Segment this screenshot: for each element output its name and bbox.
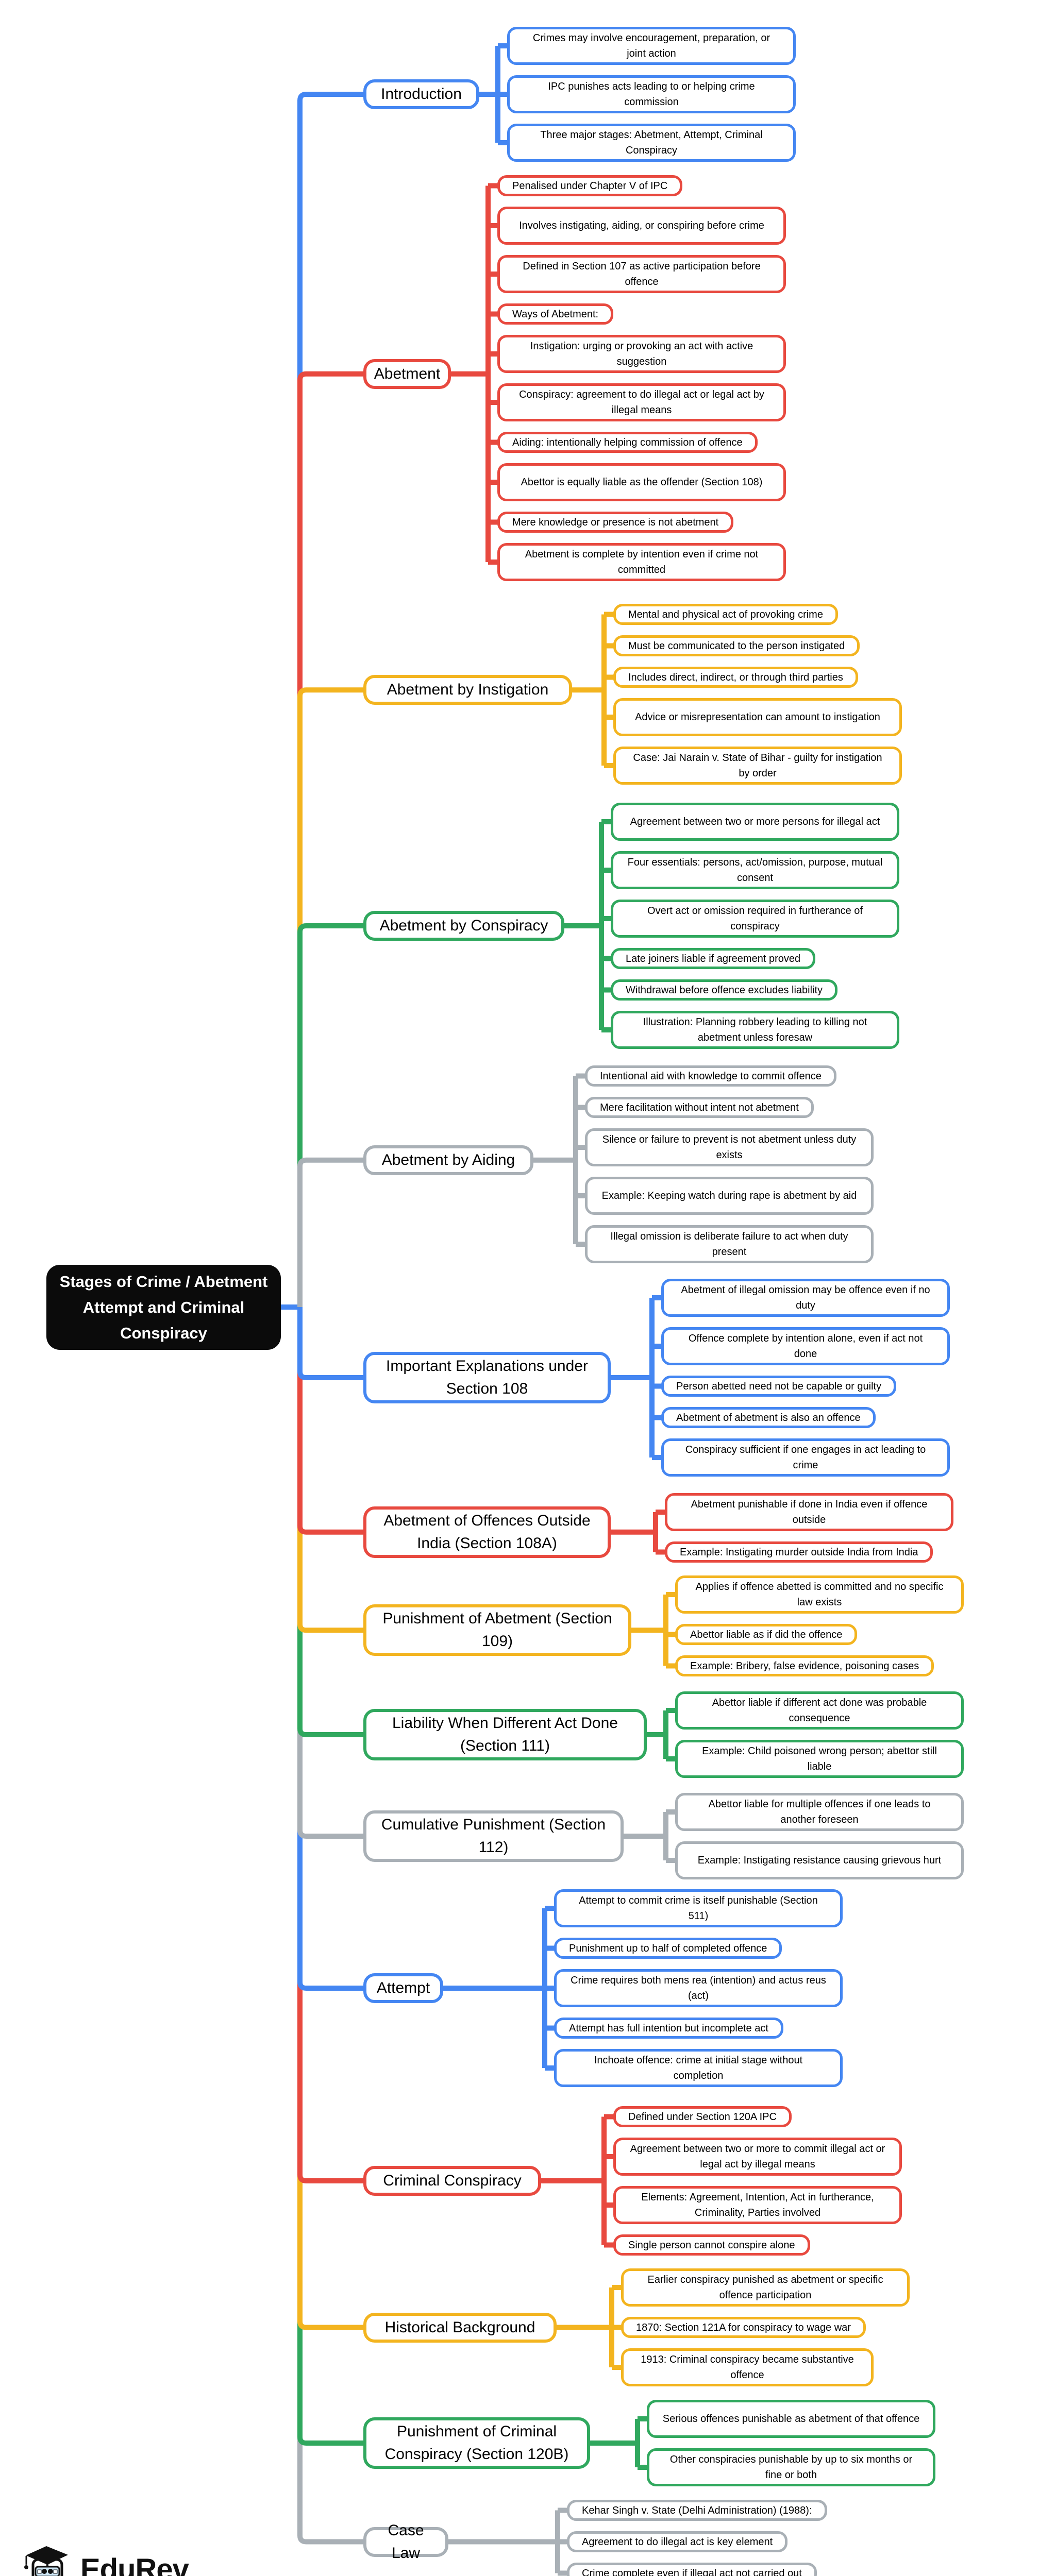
leaf-node[interactable]: Illegal omission is deliberate failure t… xyxy=(585,1225,874,1263)
leaf-node[interactable]: Four essentials: persons, act/omission, … xyxy=(611,851,899,889)
leaf-node[interactable]: Aiding: intentionally helping commission… xyxy=(497,432,758,453)
leaf-node[interactable]: Includes direct, indirect, or through th… xyxy=(613,667,858,688)
leaf-node[interactable]: Abetment of abetment is also an offence xyxy=(661,1407,876,1428)
leaf-node[interactable]: Illustration: Planning robbery leading t… xyxy=(611,1011,899,1049)
leaf-node[interactable]: Other conspiracies punishable by up to s… xyxy=(647,2448,935,2486)
leaf-node[interactable]: Silence or failure to prevent is not abe… xyxy=(585,1128,874,1166)
leaf-node[interactable]: Crime requires both mens rea (intention)… xyxy=(554,1969,843,2007)
edurev-logo: EduRev xyxy=(20,2543,189,2576)
leaf-node[interactable]: Abettor is equally liable as the offende… xyxy=(497,463,786,501)
leaf-node[interactable]: IPC punishes acts leading to or helping … xyxy=(507,75,796,113)
branch-node[interactable]: Important Explanations under Section 108 xyxy=(363,1352,611,1403)
leaf-node[interactable]: Example: Bribery, false evidence, poison… xyxy=(675,1655,934,1676)
root-node-label: Stages of Crime / Abetment Attempt and C… xyxy=(59,1272,268,1342)
leaf-node[interactable]: Overt act or omission required in furthe… xyxy=(611,900,899,938)
leaf-node[interactable]: Applies if offence abetted is committed … xyxy=(675,1575,964,1614)
leaf-node[interactable]: Three major stages: Abetment, Attempt, C… xyxy=(507,124,796,162)
branch-node[interactable]: Abetment by Aiding xyxy=(363,1145,533,1175)
leaf-node[interactable]: Abetment is complete by intention even i… xyxy=(497,543,786,581)
leaf-node[interactable]: Abettor liable if different act done was… xyxy=(675,1691,964,1730)
branch-node[interactable]: Liability When Different Act Done (Secti… xyxy=(363,1709,647,1760)
leaf-node[interactable]: 1870: Section 121A for conspiracy to wag… xyxy=(621,2317,866,2338)
branch-node[interactable]: Historical Background xyxy=(363,2312,557,2343)
branch-node[interactable]: Punishment of Criminal Conspiracy (Secti… xyxy=(363,2417,590,2469)
edurev-mascot-icon xyxy=(20,2543,73,2576)
leaf-node[interactable]: Attempt to commit crime is itself punish… xyxy=(554,1889,843,1927)
branch-node[interactable]: Punishment of Abetment (Section 109) xyxy=(363,1604,631,1656)
leaf-node[interactable]: Person abetted need not be capable or gu… xyxy=(661,1376,897,1397)
leaf-node[interactable]: Abettor liable for multiple offences if … xyxy=(675,1793,964,1831)
leaf-node[interactable]: Defined under Section 120A IPC xyxy=(613,2106,792,2127)
branch-node[interactable]: Abetment by Instigation xyxy=(363,675,572,705)
leaf-node[interactable]: Agreement to do illegal act is key eleme… xyxy=(567,2531,788,2552)
leaf-node[interactable]: Example: Instigating resistance causing … xyxy=(675,1841,964,1879)
branch-node[interactable]: Introduction xyxy=(363,79,479,109)
leaf-node[interactable]: Must be communicated to the person insti… xyxy=(613,635,860,656)
leaf-node[interactable]: Involves instigating, aiding, or conspir… xyxy=(497,207,786,245)
root-node[interactable]: Stages of Crime / Abetment Attempt and C… xyxy=(46,1265,281,1350)
branch-node[interactable]: Case Law xyxy=(363,2522,448,2562)
leaf-node[interactable]: Intentional aid with knowledge to commit… xyxy=(585,1065,836,1087)
leaf-node[interactable]: Abetment punishable if done in India eve… xyxy=(665,1493,953,1531)
branch-node[interactable]: Attempt xyxy=(363,1973,443,2003)
leaf-node[interactable]: Example: Instigating murder outside Indi… xyxy=(665,1541,933,1563)
leaf-node[interactable]: Mental and physical act of provoking cri… xyxy=(613,604,838,625)
leaf-node[interactable]: Abetment of illegal omission may be offe… xyxy=(661,1279,950,1317)
leaf-node[interactable]: Conspiracy sufficient if one engages in … xyxy=(661,1438,950,1477)
leaf-node[interactable]: Instigation: urging or provoking an act … xyxy=(497,335,786,373)
leaf-node[interactable]: Late joiners liable if agreement proved xyxy=(611,948,816,969)
leaf-node[interactable]: Withdrawal before offence excludes liabi… xyxy=(611,979,838,1001)
branch-node[interactable]: Abetment by Conspiracy xyxy=(363,911,564,941)
leaf-node[interactable]: Offence complete by intention alone, eve… xyxy=(661,1327,950,1365)
branch-node[interactable]: Cumulative Punishment (Section 112) xyxy=(363,1810,624,1862)
leaf-node[interactable]: Kehar Singh v. State (Delhi Administrati… xyxy=(567,2500,827,2521)
leaf-node[interactable]: Mere facilitation without intent not abe… xyxy=(585,1097,814,1118)
leaf-node[interactable]: Earlier conspiracy punished as abetment … xyxy=(621,2268,910,2307)
leaf-node[interactable]: Punishment up to half of completed offen… xyxy=(554,1938,782,1959)
leaf-node[interactable]: Example: Child poisoned wrong person; ab… xyxy=(675,1740,964,1778)
leaf-node[interactable]: Advice or misrepresentation can amount t… xyxy=(613,698,902,736)
branch-node[interactable]: Abetment of Offences Outside India (Sect… xyxy=(363,1506,611,1558)
leaf-node[interactable]: Example: Keeping watch during rape is ab… xyxy=(585,1177,874,1215)
edurev-wordmark: EduRev xyxy=(80,2553,189,2576)
leaf-node[interactable]: Agreement between two or more to commit … xyxy=(613,2138,902,2176)
leaf-node[interactable]: Serious offences punishable as abetment … xyxy=(647,2400,935,2438)
leaf-node[interactable]: Defined in Section 107 as active partici… xyxy=(497,255,786,293)
branch-node[interactable]: Abetment xyxy=(363,359,451,389)
leaf-node[interactable]: Agreement between two or more persons fo… xyxy=(611,803,899,841)
leaf-node[interactable]: Crime complete even if illegal act not c… xyxy=(567,2563,817,2576)
leaf-node[interactable]: Crimes may involve encouragement, prepar… xyxy=(507,27,796,65)
leaf-node[interactable]: Elements: Agreement, Intention, Act in f… xyxy=(613,2186,902,2224)
leaf-node[interactable]: Single person cannot conspire alone xyxy=(613,2234,810,2256)
leaf-node[interactable]: Conspiracy: agreement to do illegal act … xyxy=(497,383,786,421)
leaf-node[interactable]: Attempt has full intention but incomplet… xyxy=(554,2018,783,2039)
leaf-node[interactable]: Mere knowledge or presence is not abetme… xyxy=(497,512,734,533)
leaf-node[interactable]: Inchoate offence: crime at initial stage… xyxy=(554,2049,843,2087)
leaf-node[interactable]: Ways of Abetment: xyxy=(497,303,614,325)
leaf-node[interactable]: 1913: Criminal conspiracy became substan… xyxy=(621,2348,874,2386)
branch-node[interactable]: Criminal Conspiracy xyxy=(363,2166,541,2196)
leaf-node[interactable]: Penalised under Chapter V of IPC xyxy=(497,175,683,196)
leaf-node[interactable]: Abettor liable as if did the offence xyxy=(675,1624,858,1645)
leaf-node[interactable]: Case: Jai Narain v. State of Bihar - gui… xyxy=(613,747,902,785)
